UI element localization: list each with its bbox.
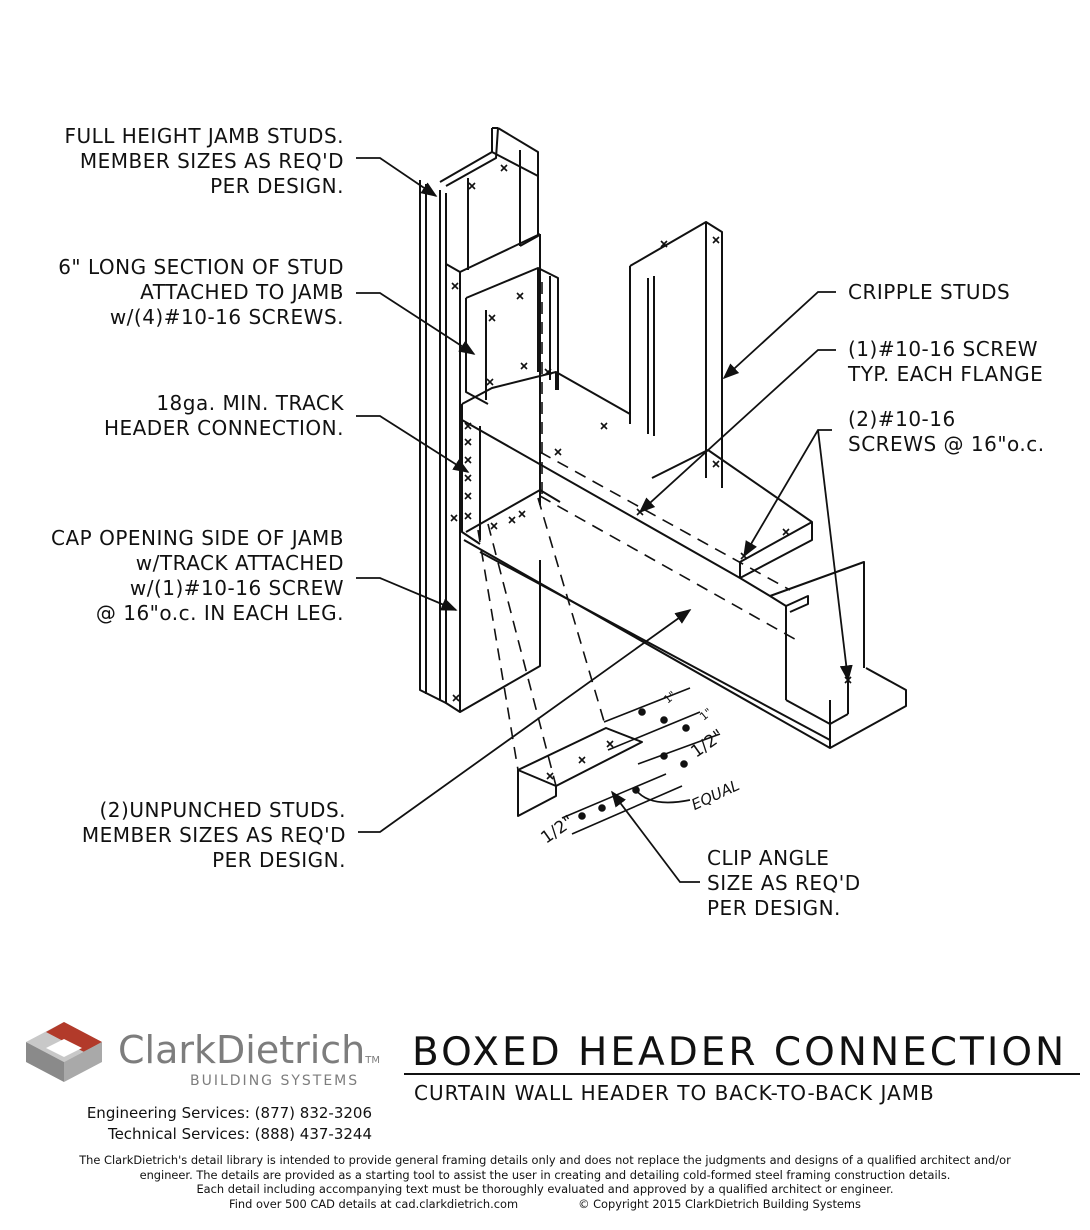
company-name: ClarkDietrichTM [118,1028,380,1072]
callout-line: (1)#10-16 SCREW [848,337,1039,361]
disclaimer: The ClarkDietrich's detail library is in… [10,1153,1080,1211]
callout-line: ATTACHED TO JAMB [140,280,344,304]
track-header-callout: 18ga. MIN. TRACK HEADER CONNECTION. [104,391,344,441]
clip-angle [517,727,643,817]
screw-mark [464,492,472,500]
screw-mark [554,448,562,456]
callout-line: PER DESIGN. [210,174,344,198]
callout-line: (2)#10-16 [848,407,956,431]
clarkdietrich-logo-icon [26,1022,102,1082]
jamb-studs-callout: FULL HEIGHT JAMB STUDS. MEMBER SIZES AS … [64,124,344,199]
callout-line: CRIPPLE STUDS [848,280,1011,304]
screw-mark [464,422,472,430]
callout-line: SIZE AS REQ'D [707,871,861,895]
screw-mark [600,422,608,430]
callout-line: PER DESIGN. [212,848,346,872]
cripple-studs-callout: CRIPPLE STUDS [848,280,1010,305]
engineering-services: Engineering Services: (877) 832-3206 [86,1104,372,1122]
callout-line: CLIP ANGLE [707,846,830,870]
title-divider [404,1073,1080,1075]
screw-marks [450,164,852,780]
screw-mark [490,522,498,530]
copyright: © Copyright 2015 ClarkDietrich Building … [578,1196,861,1211]
screw-mark [468,182,476,190]
clip-angle-callout: CLIP ANGLE SIZE AS REQ'D PER DESIGN. [707,846,861,921]
callout-line: w/TRACK ATTACHED [135,551,344,575]
screw-mark [520,362,528,370]
screws-16oc-callout: (2)#10-16 SCREWS @ 16"o.c. [848,407,1045,457]
callout-line: w/(4)#10-16 SCREWS. [109,305,344,329]
drawing-subtitle: CURTAIN WALL HEADER TO BACK-TO-BACK JAMB [414,1081,935,1105]
callout-line: w/(1)#10-16 SCREW [129,576,344,600]
callout-line: MEMBER SIZES AS REQ'D [81,823,346,847]
callout-line: 18ga. MIN. TRACK [156,391,344,415]
unpunched-studs-callout: (2)UNPUNCHED STUDS. MEMBER SIZES AS REQ'… [82,798,346,873]
screw-mark [660,240,668,248]
screw-mark [712,460,720,468]
screw-mark [464,474,472,482]
callout-line: MEMBER SIZES AS REQ'D [79,149,344,173]
screw-mark [500,164,508,172]
callout-line: (2)UNPUNCHED STUDS. [99,798,346,822]
screw-mark [544,368,552,376]
callout-line: 6" LONG SECTION OF STUD [58,255,344,279]
callout-line: SCREWS @ 16"o.c. [848,432,1045,456]
callout-line: TYP. EACH FLANGE [848,362,1044,386]
screw-mark [450,514,458,522]
screw-mark [782,528,790,536]
cap-opening-callout: CAP OPENING SIDE OF JAMB w/TRACK ATTACHE… [51,526,344,626]
callout-line: PER DESIGN. [707,896,841,920]
callout-line: FULL HEIGHT JAMB STUDS. [64,124,344,148]
disclaimer-line: engineer. The details are provided as a … [139,1167,951,1182]
drawing-title: BOXED HEADER CONNECTION [412,1030,1068,1075]
screw-mark [546,772,554,780]
screw-mark [516,292,524,300]
disclaimer-footer: Find over 500 CAD details at cad.clarkdi… [10,1197,1080,1212]
screw-mark [488,314,496,322]
leaders [356,157,853,883]
callout-line: @ 16"o.c. IN EACH LEG. [95,601,344,625]
dimension-marks [561,687,721,835]
division-name: BUILDING SYSTEMS [190,1073,360,1089]
callout-line: CAP OPENING SIDE OF JAMB [51,526,344,550]
jamb-studs [419,127,541,713]
screw-flange-callout: (1)#10-16 SCREW TYP. EACH FLANGE [848,337,1043,387]
company-name-text: ClarkDietrich [118,1028,366,1072]
screw-mark [508,516,516,524]
screw-mark [464,438,472,446]
technical-services: Technical Services: (888) 437-3244 [107,1125,372,1143]
callout-line: HEADER CONNECTION. [103,416,344,440]
stud-section [465,267,559,405]
screw-mark [518,510,526,518]
screw-mark [578,756,586,764]
screw-mark [452,694,460,702]
projection-lines [477,282,801,787]
disclaimer-line: The ClarkDietrich's detail library is in… [79,1153,1011,1167]
contact-info: Engineering Services: (877) 832-3206 Tec… [87,1103,372,1145]
screw-mark [712,236,720,244]
cad-link[interactable]: Find over 500 CAD details at cad.clarkdi… [229,1196,519,1211]
screw-mark [464,456,472,464]
trademark: TM [365,1055,381,1066]
stud-section-callout: 6" LONG SECTION OF STUD ATTACHED TO JAMB… [58,255,344,330]
cripple-stud [629,221,813,523]
boxed-header [461,371,907,749]
screw-mark [464,512,472,520]
screw-mark [451,282,459,290]
disclaimer-line: Each detail including accompanying text … [196,1182,894,1196]
screw-mark [486,378,494,386]
screw-mark [606,740,614,748]
